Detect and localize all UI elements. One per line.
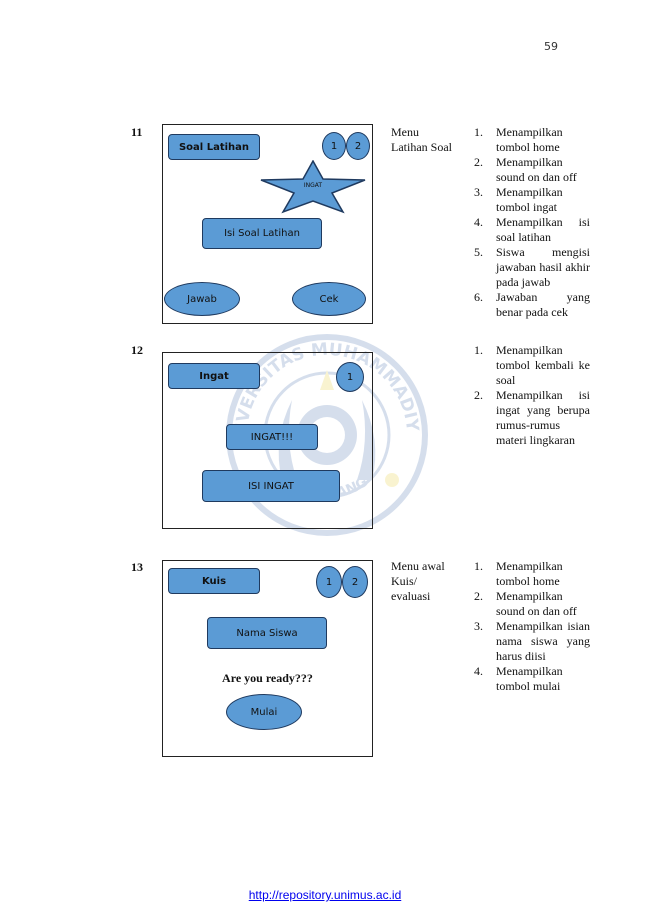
list-item: 1.Menampilkan tombol home — [474, 559, 563, 588]
screen-mockup-ingat — [162, 352, 373, 529]
ingat-star-button[interactable]: INGAT — [259, 160, 367, 214]
ready-text: Are you ready??? — [222, 671, 313, 685]
page-number: 59 — [544, 40, 558, 53]
screen-mockup-latihan-soal — [162, 124, 373, 324]
ingat-heading-box: INGAT!!! — [226, 424, 318, 450]
list-item: 2.Menampilkan isi ingat yang berupa rumu… — [474, 388, 590, 447]
sound-circle-button[interactable]: 2 — [342, 566, 368, 598]
back-circle-button[interactable]: 1 — [336, 362, 364, 392]
list-item: 6.Jawaban yang benar pada cek — [474, 290, 590, 319]
list-item: 2.Menampilkan sound on dan off — [474, 155, 577, 184]
mulai-button[interactable]: Mulai — [226, 694, 302, 730]
home-circle-button[interactable]: 1 — [322, 132, 346, 160]
list-item: 5.Siswa mengisi jawaban hasil akhir pada… — [474, 245, 590, 289]
row-number: 12 — [131, 343, 143, 357]
kuis-button[interactable]: Kuis — [168, 568, 260, 594]
nama-siswa-input[interactable]: Nama Siswa — [207, 617, 327, 649]
isi-ingat-box: ISI INGAT — [202, 470, 340, 502]
feature-list: 1.Menampilkan tombol home 2.Menampilkan … — [474, 125, 590, 320]
star-icon — [260, 160, 366, 214]
footer: http://repository.unimus.ac.id — [0, 888, 650, 902]
sound-circle-button[interactable]: 2 — [346, 132, 370, 160]
row-description: Menu Latihan Soal — [391, 125, 452, 155]
description-line: Latihan Soal — [391, 140, 452, 154]
repository-link[interactable]: http://repository.unimus.ac.id — [248, 888, 402, 902]
screen-mockup-kuis — [162, 560, 373, 757]
star-label: INGAT — [303, 182, 323, 189]
list-item: 4.Menampilkan tombol mulai — [474, 664, 563, 693]
isi-soal-latihan-box: Isi Soal Latihan — [202, 218, 322, 249]
soal-latihan-button[interactable]: Soal Latihan — [168, 134, 260, 160]
list-item: 2.Menampilkan sound on dan off — [474, 589, 577, 618]
list-item: 1.Menampilkan tombol kembali ke soal — [474, 343, 590, 387]
list-item: 3.Menampilkan isian nama siswa yang haru… — [474, 619, 590, 663]
row-number: 13 — [131, 560, 143, 574]
description-line: evaluasi — [391, 589, 431, 603]
description-line: Menu awal — [391, 559, 445, 573]
list-item: 3.Menampilkan tombol ingat — [474, 185, 563, 214]
ingat-button[interactable]: Ingat — [168, 363, 260, 389]
row-description: Menu awal Kuis/ evaluasi — [391, 559, 445, 604]
cek-button[interactable]: Cek — [292, 282, 366, 316]
list-item: 1.Menampilkan tombol home — [474, 125, 563, 154]
description-line: Kuis/ — [391, 574, 418, 588]
description-line: Menu — [391, 125, 419, 139]
list-item: 4.Menampilkan isi soal latihan — [474, 215, 590, 244]
feature-list: 1.Menampilkan tombol home 2.Menampilkan … — [474, 559, 590, 694]
feature-list: 1.Menampilkan tombol kembali ke soal 2.M… — [474, 343, 590, 448]
row-number: 11 — [131, 125, 143, 139]
home-circle-button[interactable]: 1 — [316, 566, 342, 598]
jawab-button[interactable]: Jawab — [164, 282, 240, 316]
